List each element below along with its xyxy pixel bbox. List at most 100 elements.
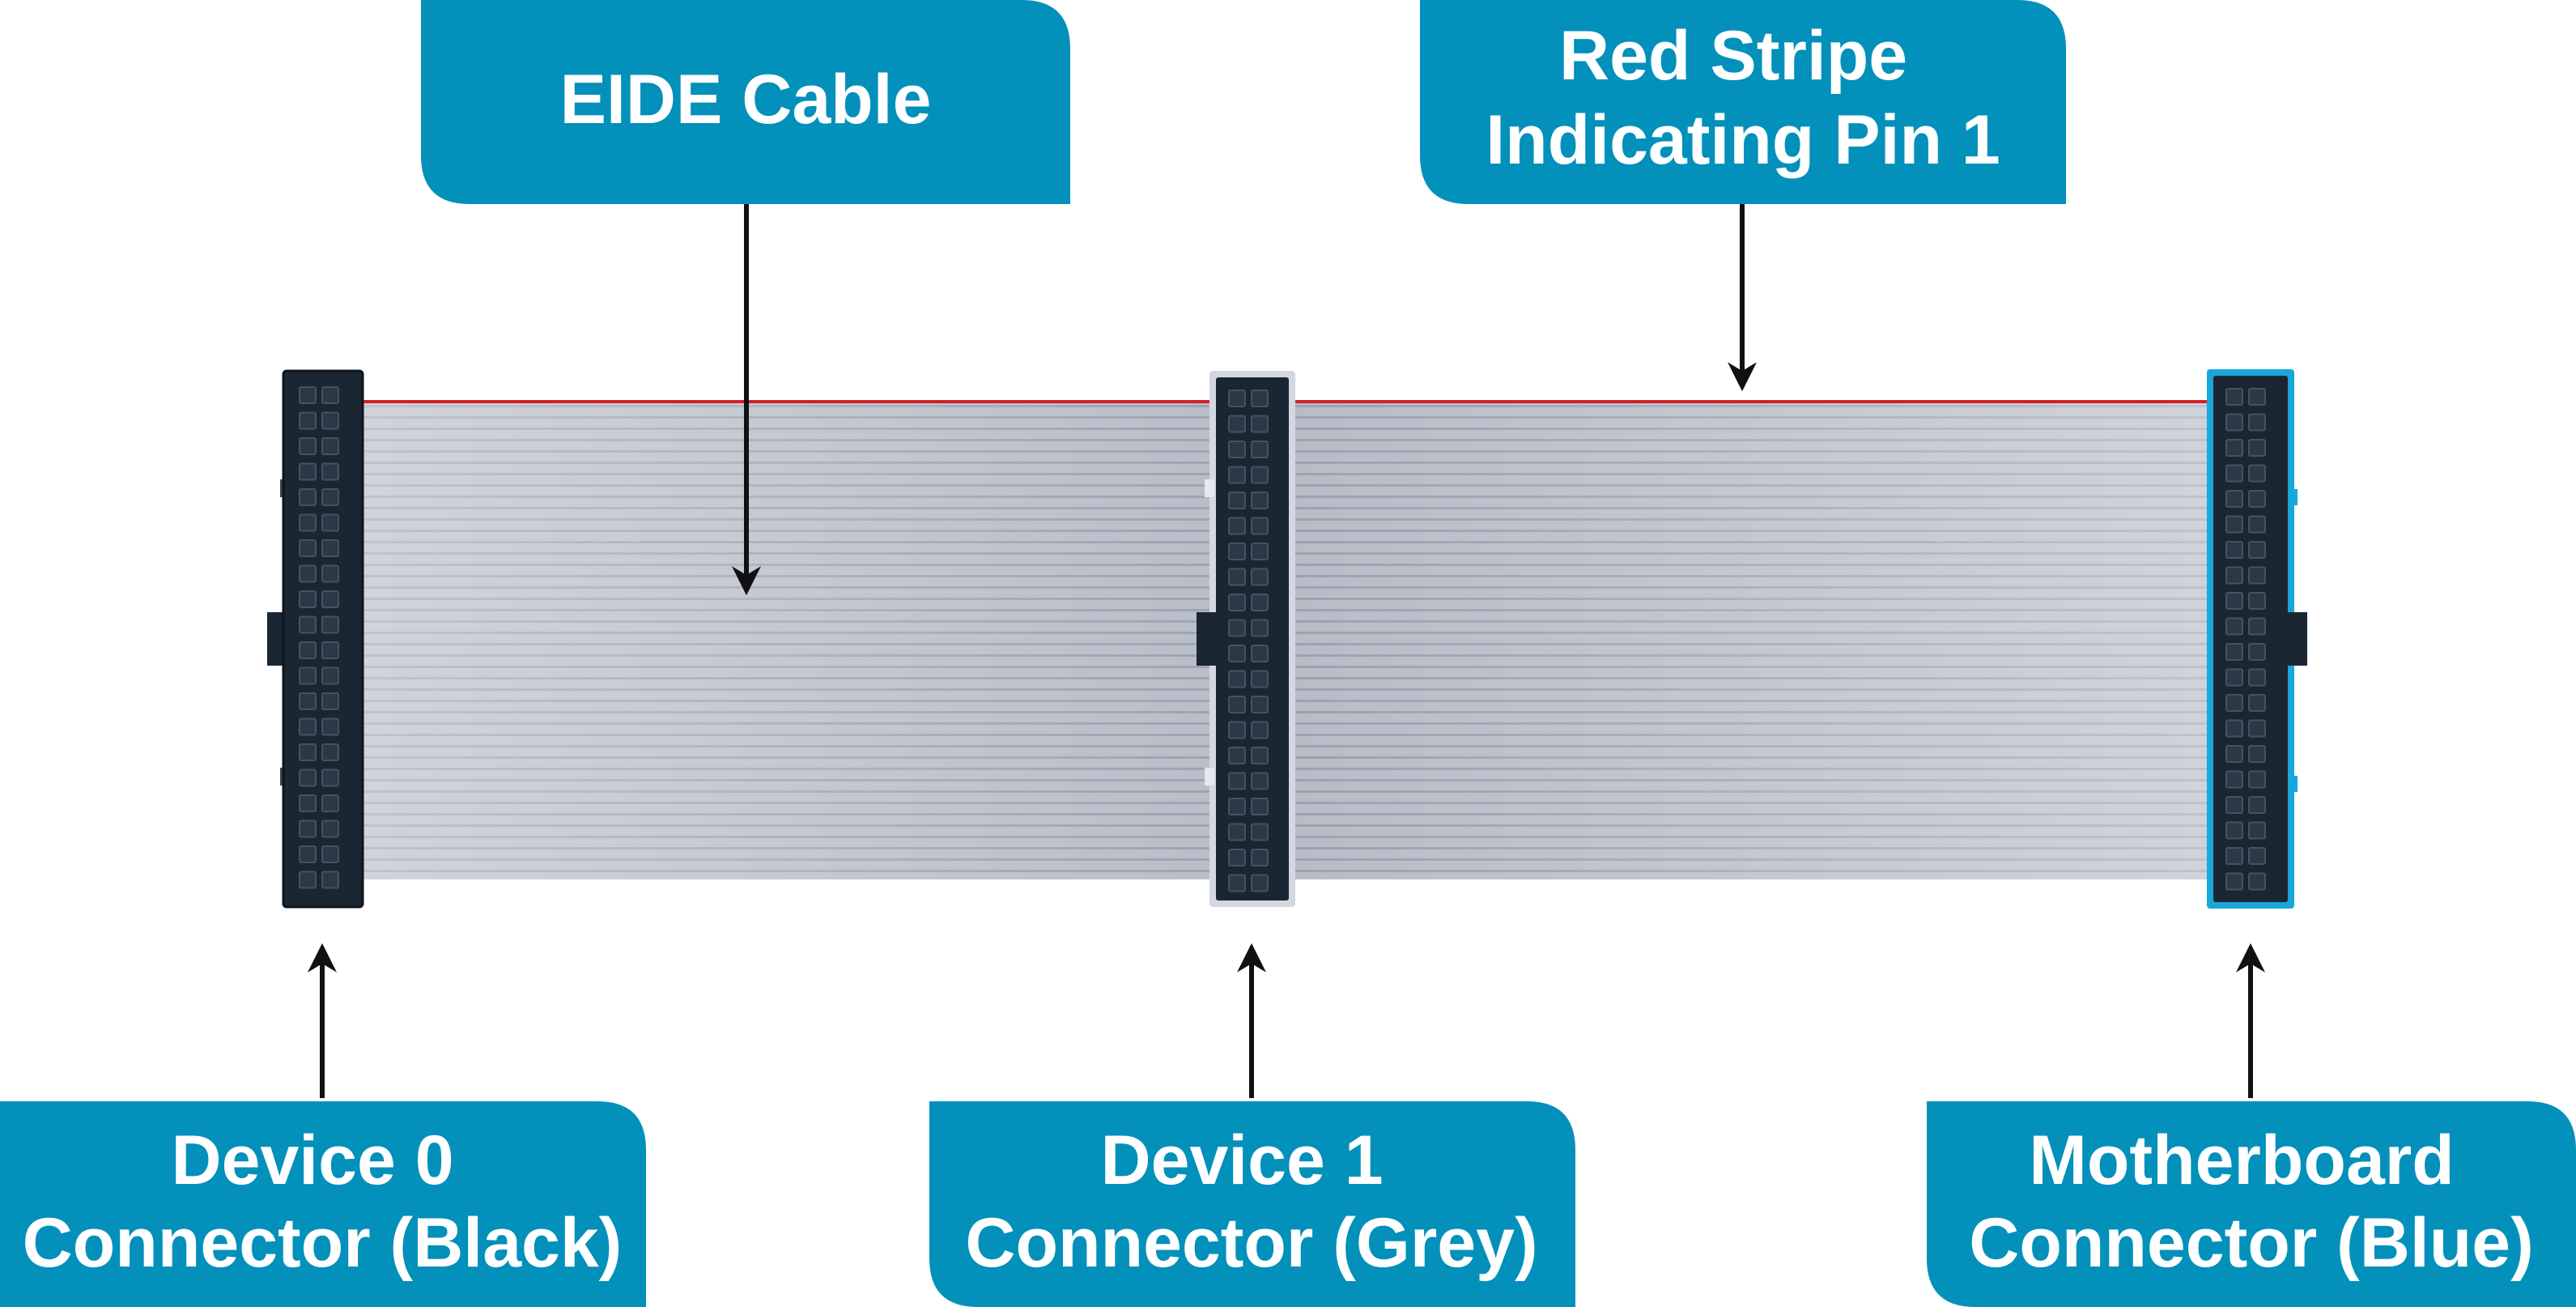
connector-pin bbox=[299, 717, 317, 736]
connector-pin bbox=[299, 768, 317, 787]
connector-pin bbox=[2248, 821, 2266, 840]
connector-pin bbox=[1251, 594, 1269, 611]
connector-pin bbox=[299, 615, 317, 634]
connector-pin bbox=[321, 386, 339, 404]
connector-pin bbox=[2225, 515, 2243, 534]
connector-pin bbox=[1251, 874, 1269, 892]
connector-pin bbox=[321, 437, 339, 455]
connector-pin bbox=[321, 768, 339, 787]
connector-pin bbox=[2225, 694, 2243, 712]
connector-pin bbox=[2225, 490, 2243, 508]
connector-pin bbox=[299, 666, 317, 685]
svg-text:Device 1 Connector (Grey: Device 1 Connector (Grey) bbox=[965, 1122, 1537, 1282]
connector-pin bbox=[2225, 847, 2243, 865]
connector-pin bbox=[1228, 798, 1246, 815]
connector-pin bbox=[2248, 566, 2266, 585]
connector-pin bbox=[2248, 490, 2266, 508]
arrows bbox=[308, 204, 2265, 1098]
connector-pin bbox=[299, 871, 317, 889]
connector-pin bbox=[2225, 388, 2243, 406]
connector-pin bbox=[2248, 464, 2266, 483]
connector-pin bbox=[1251, 517, 1269, 535]
connector-icon bbox=[1228, 390, 1269, 892]
device1-connector bbox=[1197, 371, 1295, 907]
connector-icon bbox=[2225, 388, 2266, 891]
label-box bbox=[421, 0, 1070, 204]
connector-pin bbox=[1251, 747, 1269, 764]
connector-pin bbox=[321, 488, 339, 506]
device0-connector bbox=[267, 369, 364, 909]
connector-pin bbox=[2225, 872, 2243, 891]
connector-pin bbox=[2248, 770, 2266, 789]
connector-pin bbox=[1228, 568, 1246, 586]
connector-pin bbox=[299, 641, 317, 659]
connector-pin bbox=[1251, 721, 1269, 739]
connector-pin bbox=[2225, 541, 2243, 559]
svg-text:Red Stripe Indicating Pi: Red Stripe Indicating Pin 1 bbox=[1486, 17, 2000, 179]
connector-pin bbox=[321, 615, 339, 634]
connector-pin bbox=[1228, 517, 1246, 535]
connector-pin bbox=[299, 564, 317, 583]
connector-pin bbox=[321, 794, 339, 812]
connector-pin bbox=[1228, 721, 1246, 739]
connector-pin bbox=[2225, 464, 2243, 483]
connector-pin bbox=[321, 564, 339, 583]
label-red-stripe: Red Stripe Indicating Pin 1 bbox=[1420, 0, 2066, 204]
connector-pin bbox=[1251, 492, 1269, 509]
connector-pin bbox=[321, 820, 339, 838]
connector-pin bbox=[299, 488, 317, 506]
connector-pin bbox=[299, 743, 317, 761]
connector-pin bbox=[321, 871, 339, 889]
connector-pin bbox=[1228, 619, 1246, 637]
connector-tab bbox=[1197, 612, 1216, 666]
connector-pin bbox=[2225, 439, 2243, 457]
connector-pin bbox=[2248, 694, 2266, 712]
label-box bbox=[1927, 1101, 2576, 1307]
connector-pin bbox=[299, 590, 317, 608]
connector-pin bbox=[321, 513, 339, 532]
connector-pin bbox=[2225, 745, 2243, 763]
connector-pin bbox=[1251, 823, 1269, 841]
connector-pin bbox=[1228, 492, 1246, 509]
connector-pin bbox=[299, 462, 317, 481]
connector-pin bbox=[299, 845, 317, 863]
connector-pin bbox=[1251, 415, 1269, 433]
connector-pin bbox=[2225, 566, 2243, 585]
connector-pin bbox=[1228, 645, 1246, 662]
connector-pin bbox=[1228, 823, 1246, 841]
connector-pin bbox=[321, 590, 339, 608]
connector-pin bbox=[2248, 541, 2266, 559]
connector-pin bbox=[1228, 466, 1246, 484]
connector-pin bbox=[2248, 439, 2266, 457]
connector-pin bbox=[1251, 696, 1269, 713]
connector-pin bbox=[1251, 543, 1269, 560]
connector-pin bbox=[1228, 390, 1246, 407]
connector-pin bbox=[2225, 592, 2243, 610]
motherboard-connector bbox=[2207, 369, 2307, 909]
connector-pin bbox=[2248, 668, 2266, 687]
connector-icon bbox=[299, 386, 339, 889]
label-line: Connector (Black) bbox=[23, 1204, 623, 1282]
connector-pin bbox=[2225, 821, 2243, 840]
label-line: Device 1 bbox=[1101, 1122, 1384, 1199]
connector-pin bbox=[299, 437, 317, 455]
label-device0: Device 0 Connector (Black) bbox=[0, 1101, 646, 1307]
connector-pin bbox=[1228, 415, 1246, 433]
connector-pin bbox=[2248, 643, 2266, 661]
connector-pin bbox=[321, 641, 339, 659]
connector-pin bbox=[2225, 668, 2243, 687]
label-line: Device 0 bbox=[172, 1122, 454, 1199]
connector-pin bbox=[1251, 390, 1269, 407]
connector-pin bbox=[2225, 617, 2243, 636]
connector-nub-top bbox=[2288, 489, 2298, 505]
connector-pin bbox=[2248, 719, 2266, 738]
connector-pin bbox=[299, 794, 317, 812]
connector-pin bbox=[2225, 413, 2243, 432]
connector-pin bbox=[1228, 874, 1246, 892]
connector-pin bbox=[2248, 872, 2266, 891]
connector-nub-bottom bbox=[2288, 776, 2298, 792]
label-eide-cable: EIDE Cable bbox=[421, 0, 1070, 204]
svg-text:Device 0 Connector (Blac: Device 0 Connector (Black) bbox=[23, 1122, 623, 1282]
connector-pin bbox=[1251, 645, 1269, 662]
connector-tab bbox=[2288, 612, 2307, 666]
